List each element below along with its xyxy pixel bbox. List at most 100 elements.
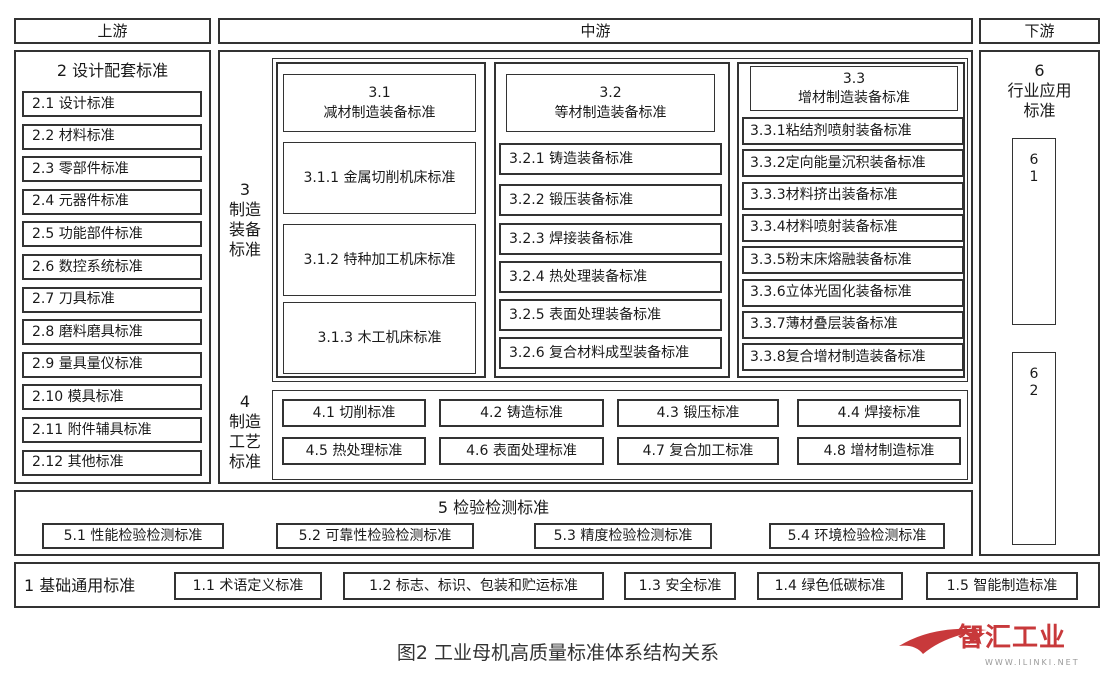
process-item-2: 4.2 铸造标准 [480, 404, 563, 421]
design-item-2: 2.2 材料标准 [32, 128, 115, 145]
inspection-item-3-box [534, 523, 712, 549]
upstream-header: 上游 [97, 21, 128, 40]
design-item-1-box [22, 91, 202, 117]
watermark-url: WWW.ILINKI.NET [985, 657, 1080, 667]
process-item-8: 4.8 增材制造标准 [823, 442, 935, 459]
process-item-3: 4.3 锻压标准 [656, 404, 740, 421]
equal-item-2: 3.2.2 锻压装备标准 [509, 191, 634, 208]
additive-item-6: 3.3.6立体光固化装备标准 [750, 284, 912, 300]
basic-item-3-box [624, 572, 736, 600]
design-item-12-box [22, 449, 202, 476]
inspection-item-4-box [769, 523, 945, 549]
watermark-logo-text: 智汇工业 [958, 622, 1067, 653]
additive-item-2: 3.3.2定向能量沉积装备标准 [750, 154, 926, 171]
midstream-header-box [218, 18, 973, 44]
equal-item-4: 3.2.4 热处理装备标准 [509, 268, 648, 285]
additive-item-1: 3.3.1粘结剂喷射装备标准 [750, 122, 912, 139]
inspection-item-4: 5.4 环境检验检测标准 [787, 527, 927, 544]
manufacturing-equipment-label: 3 制造 装备 标准 [228, 180, 261, 259]
design-item-11-box [22, 417, 202, 443]
process-item-1: 4.1 切削标准 [312, 404, 396, 421]
basic-item-3: 1.3 安全标准 [638, 577, 722, 594]
additive-item-2-box [742, 149, 964, 178]
process-label: 4 制造 工艺 标准 [228, 392, 261, 471]
subtractive-item-1: 3.1.1 金属切削机床标准 [303, 169, 456, 186]
upstream-header-box [14, 18, 211, 44]
equal-item-3-box [499, 223, 722, 255]
design-item-5: 2.5 功能部件标准 [32, 225, 143, 242]
inspection-item-1-box [42, 523, 224, 549]
industry-item-1: 6 1 [1029, 152, 1039, 185]
subtractive-item-1-box [283, 142, 476, 214]
process-item-5-box [282, 437, 426, 465]
industry-item-2: 6 2 [1029, 366, 1039, 399]
equal-title: 3.2 等材制造装备标准 [554, 85, 667, 121]
design-item-7-box [22, 286, 202, 313]
figure-caption: 图2 工业母机高质量标准体系结构关系 [396, 641, 720, 664]
design-item-5-box [22, 221, 202, 248]
equal-item-5: 3.2.5 表面处理装备标准 [509, 306, 662, 323]
process-item-1-box [282, 399, 426, 427]
additive-title: 3.3 增材制造装备标准 [798, 70, 910, 106]
basic-item-4: 1.4 绿色低碳标准 [774, 577, 886, 594]
basic-item-2: 1.2 标志、标识、包装和贮运标准 [369, 577, 578, 594]
design-item-4-box [22, 188, 202, 215]
process-item-7-box [617, 437, 779, 465]
inspection-item-1: 5.1 性能检验检测标准 [63, 527, 203, 544]
design-item-4: 2.4 元器件标准 [32, 193, 129, 210]
design-item-9: 2.9 量具量仪标准 [32, 356, 143, 373]
design-item-12: 2.12 其他标准 [32, 454, 124, 471]
design-item-3-box [22, 156, 202, 183]
basic-title: 1 基础通用标准 [24, 575, 136, 595]
inspection-title: 5 检验检测标准 [437, 497, 550, 517]
subtractive-item-2-box [283, 224, 476, 296]
additive-item-8: 3.3.8复合增材制造装备标准 [750, 348, 926, 365]
design-item-8: 2.8 磨料磨具标准 [32, 323, 143, 340]
subtractive-title: 3.1 减材制造装备标准 [323, 85, 436, 121]
additive-item-6-box [742, 278, 964, 307]
process-item-8-box [797, 437, 961, 465]
design-item-2-box [22, 123, 202, 150]
inspection-item-2: 5.2 可靠性检验检测标准 [298, 527, 452, 544]
equal-item-1-box [499, 143, 722, 175]
process-item-4-box [797, 399, 961, 427]
additive-title-box [750, 66, 958, 111]
additive-item-4: 3.3.4材料喷射装备标准 [750, 219, 898, 236]
design-item-1: 2.1 设计标准 [32, 95, 115, 112]
industry-box-1 [1012, 138, 1056, 325]
process-item-2-box [439, 399, 604, 427]
equal-item-6: 3.2.6 复合材料成型装备标准 [509, 344, 690, 361]
process-item-6-box [439, 437, 604, 465]
equal-item-2-box [499, 184, 722, 216]
downstream-header: 下游 [1024, 21, 1055, 40]
industry-box-2 [1012, 352, 1056, 545]
additive-item-3-box [742, 181, 964, 210]
basic-item-5-box [926, 572, 1078, 600]
equal-item-4-box [499, 261, 722, 293]
design-item-6-box [22, 254, 202, 280]
additive-item-5: 3.3.5粉末床熔融装备标准 [750, 251, 912, 268]
process-item-7: 4.7 复合加工标准 [642, 442, 754, 459]
subtractive-item-3: 3.1.3 木工机床标准 [317, 329, 442, 346]
additive-item-1-box [742, 117, 964, 145]
equal-item-3: 3.2.3 焊接装备标准 [509, 230, 634, 247]
subtractive-item-2: 3.1.2 特种加工机床标准 [303, 251, 456, 268]
equal-item-5-box [499, 299, 722, 331]
additive-item-8-box [742, 343, 964, 372]
additive-item-7-box [742, 310, 964, 339]
inspection-item-2-box [276, 523, 474, 549]
additive-item-5-box [742, 246, 964, 275]
basic-item-1: 1.1 术语定义标准 [192, 577, 304, 594]
subtractive-title-box [283, 74, 476, 132]
basic-item-5: 1.5 智能制造标准 [946, 577, 1058, 594]
equal-title-box [506, 74, 715, 132]
basic-item-1-box [174, 572, 322, 600]
design-item-7: 2.7 刀具标准 [32, 291, 115, 308]
additive-item-4-box [742, 213, 964, 242]
watermark-swoosh-icon [899, 626, 987, 654]
equal-item-6-box [499, 337, 722, 369]
process-item-3-box [617, 399, 779, 427]
design-item-10: 2.10 模具标准 [32, 388, 124, 405]
process-item-6: 4.6 表面处理标准 [466, 442, 577, 459]
midstream-header: 中游 [580, 21, 611, 40]
